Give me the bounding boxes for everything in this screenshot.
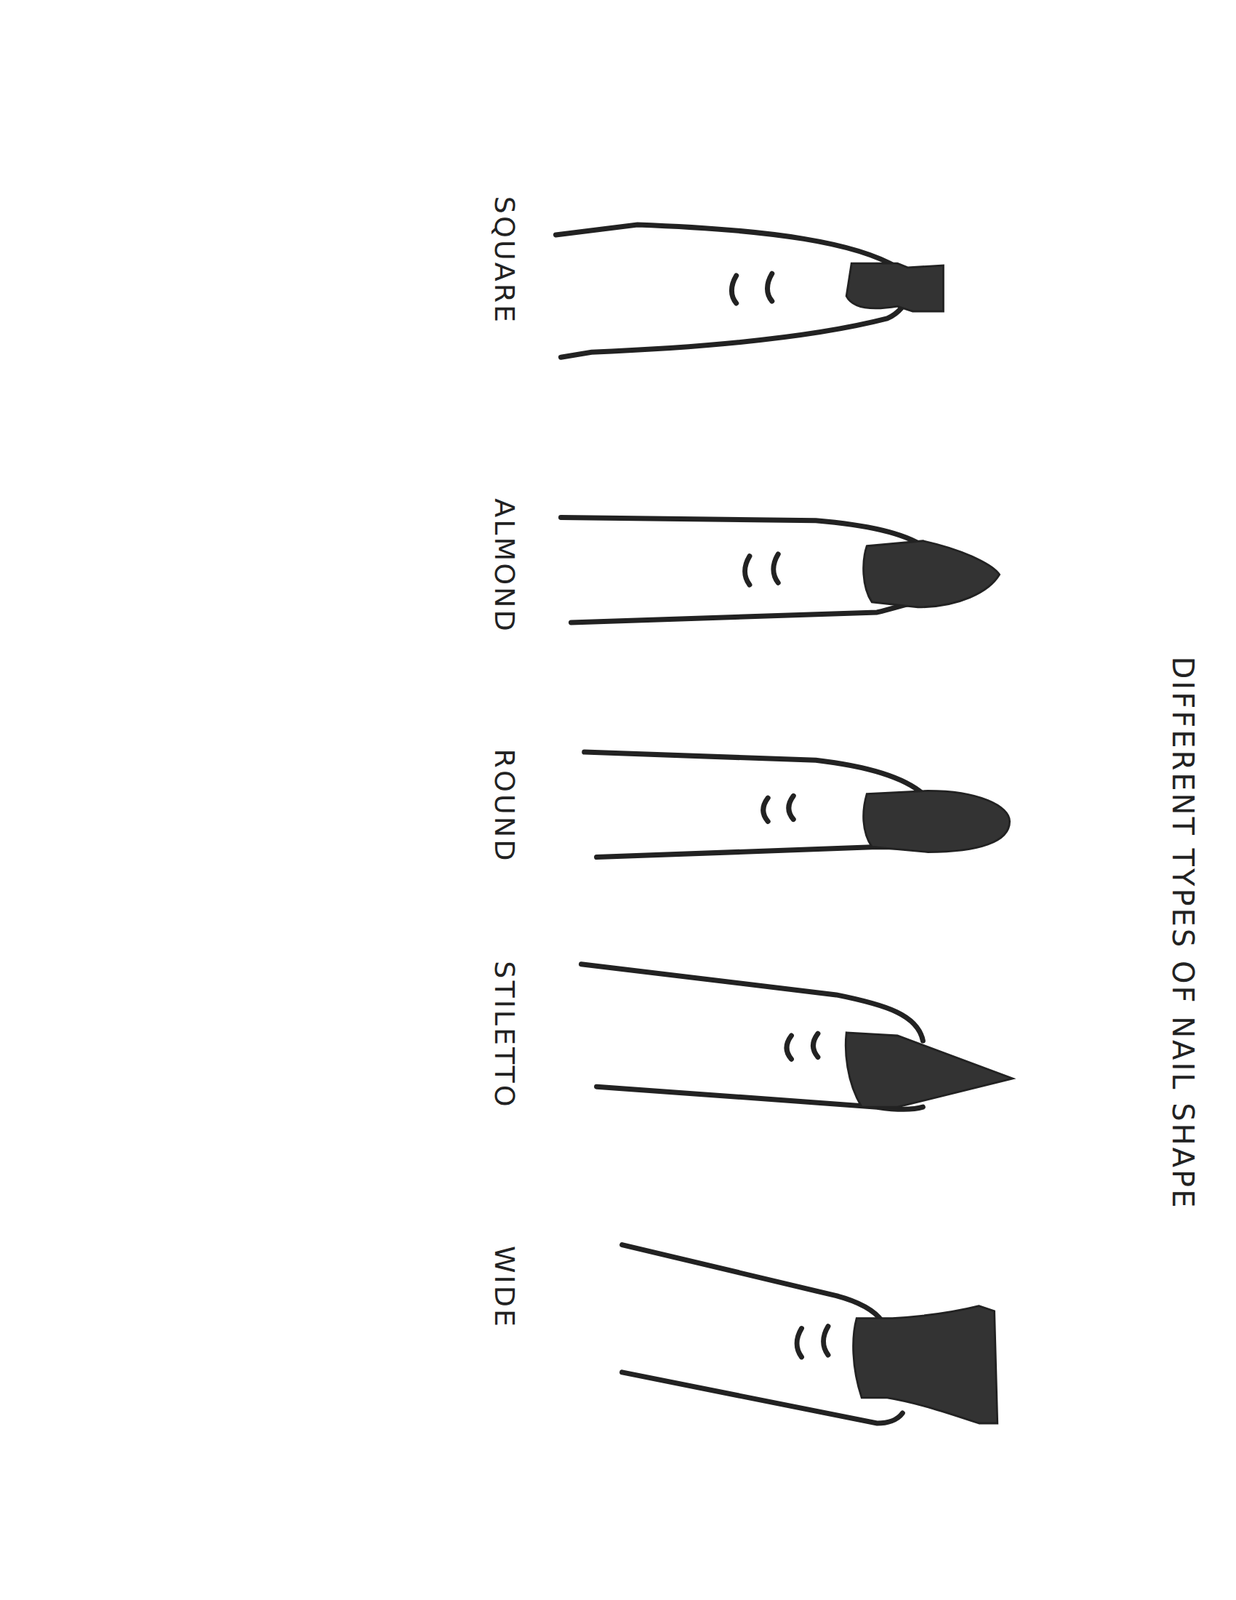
shape-label: WIDE [488, 1245, 521, 1329]
shape-label: STILETTO [488, 960, 521, 1109]
diagram-title: DIFFERENT TYPES OF NAIL SHAPE [1166, 656, 1200, 1210]
shape-label: ALMOND [488, 498, 521, 634]
nail-shapes [845, 263, 1013, 1423]
shape-label: ROUND [488, 748, 521, 864]
shape-label: SQUARE [488, 196, 521, 325]
